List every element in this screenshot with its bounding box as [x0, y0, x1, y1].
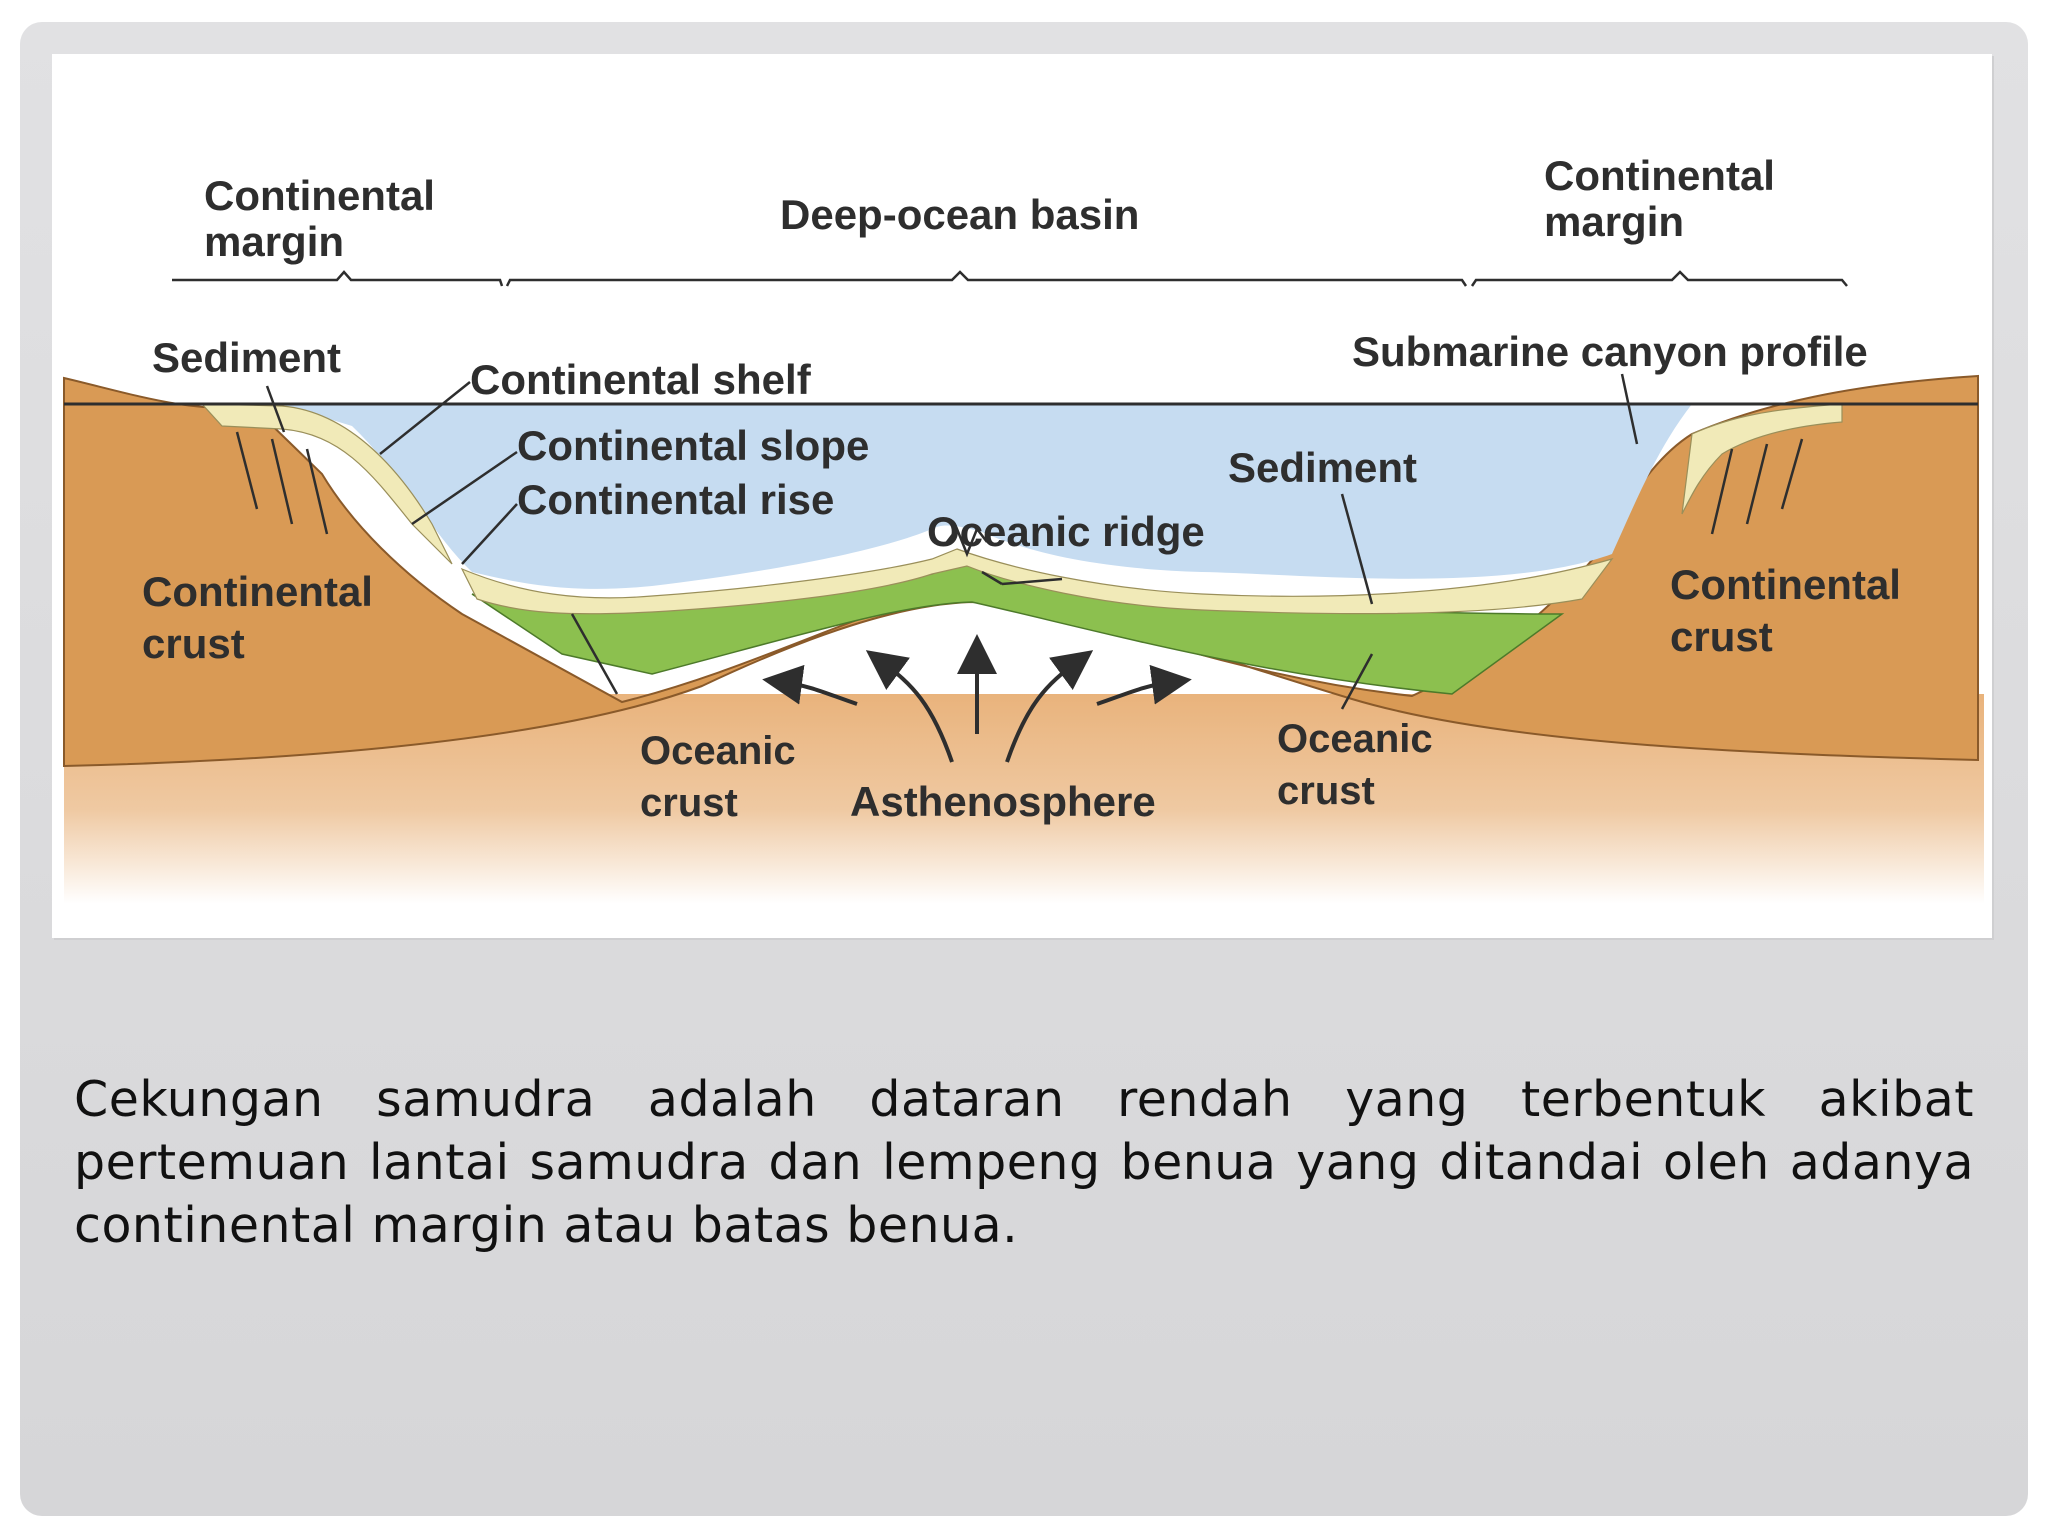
- label-continental-margin-left-line2: margin: [204, 218, 344, 265]
- label-asthenosphere: Asthenosphere: [850, 778, 1156, 825]
- label-oceanic-ridge: Oceanic ridge: [927, 508, 1205, 555]
- ocean-basin-diagram: Continental margin Deep-ocean basin Cont…: [52, 54, 1992, 938]
- label-oceanic-crust-right-line2: crust: [1277, 769, 1375, 813]
- label-continental-crust-right-line2: crust: [1670, 613, 1773, 660]
- sediment-layer-shelf-left: [200, 403, 453, 565]
- label-continental-crust-right-line1: Continental: [1670, 561, 1901, 608]
- label-continental-margin-left-line1: Continental: [204, 172, 435, 219]
- label-deep-ocean-basin: Deep-ocean basin: [780, 191, 1139, 238]
- sediment-layer-shelf-right: [1681, 403, 1843, 515]
- label-oceanic-crust-right-line1: Oceanic: [1277, 717, 1433, 761]
- label-oceanic-crust-left-line2: crust: [640, 781, 738, 825]
- label-continental-crust-left-line2: crust: [142, 620, 245, 667]
- label-sediment-left: Sediment: [152, 334, 341, 381]
- label-continental-crust-left-line1: Continental: [142, 568, 373, 615]
- slide: Continental margin Deep-ocean basin Cont…: [20, 22, 2028, 1516]
- slide-caption: Cekungan samudra adalah dataran rendah y…: [74, 1071, 1974, 1254]
- label-submarine-canyon-profile: Submarine canyon profile: [1352, 328, 1868, 375]
- label-sediment-right: Sediment: [1228, 444, 1417, 491]
- label-continental-slope: Continental slope: [517, 422, 869, 469]
- label-continental-rise: Continental rise: [517, 476, 834, 523]
- leader-lines: [265, 373, 1639, 710]
- fault-lines: [235, 431, 1804, 535]
- label-continental-shelf: Continental shelf: [470, 356, 812, 403]
- ridge-marker: [946, 526, 988, 558]
- brackets: [172, 270, 1848, 287]
- flow-arrows: [762, 634, 1192, 763]
- ocean-water: [280, 404, 1692, 589]
- label-continental-margin-right-line1: Continental: [1544, 152, 1775, 199]
- ocean-basin-svg: Continental margin Deep-ocean basin Cont…: [63, 152, 1984, 904]
- label-continental-margin-right-line2: margin: [1544, 198, 1684, 245]
- label-oceanic-crust-left-line1: Oceanic: [640, 729, 796, 773]
